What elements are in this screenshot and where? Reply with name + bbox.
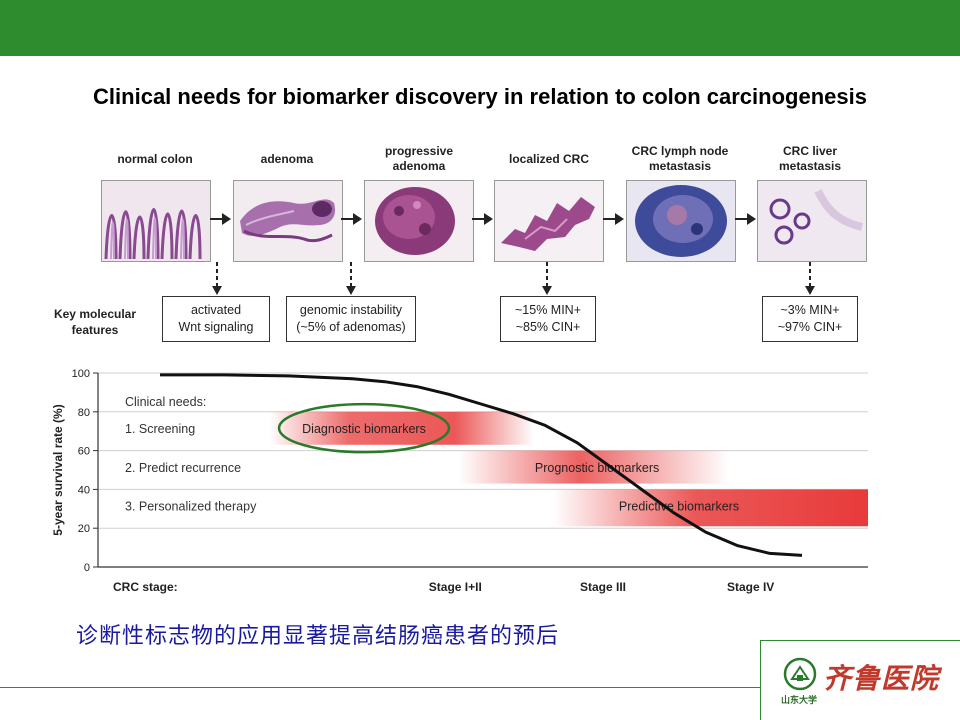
survival-curve xyxy=(160,373,803,557)
stage-label-normal-colon: normal colon xyxy=(117,152,193,166)
dashed-arrow-down-icon xyxy=(346,262,356,295)
y-axis-label: 5-year survival rate (%) xyxy=(51,404,65,535)
slide-title: Clinical needs for biomarker discovery i… xyxy=(93,84,867,109)
arrow-right-icon xyxy=(603,213,624,225)
clinical-needs-header: Clinical needs: xyxy=(125,395,206,409)
arrow-right-icon xyxy=(341,213,362,225)
biomarker-label: Prognostic biomarkers xyxy=(535,461,659,475)
hospital-logo: 齐鲁医院 山东大学 xyxy=(760,640,960,720)
y-tick-label: 40 xyxy=(78,484,90,496)
feature-line: ~97% CIN+ xyxy=(777,320,843,334)
arrow-right-icon xyxy=(210,213,231,225)
stage-label-localized-crc: localized CRC xyxy=(508,152,589,166)
y-tick-label: 80 xyxy=(78,407,90,419)
feature-box-genomic: genomic instability (~5% of adenomas) xyxy=(286,296,416,342)
y-tick-label: 100 xyxy=(72,368,90,380)
y-tick-label: 20 xyxy=(78,523,90,535)
dashed-arrow-down-icon xyxy=(805,262,815,295)
biomarker-band xyxy=(553,489,868,527)
feature-line: ~85% CIN+ xyxy=(515,320,581,334)
clinical-need-item: 2. Predict recurrence xyxy=(125,461,241,475)
clinical-need-item: 1. Screening xyxy=(125,422,195,436)
x-axis-label: CRC stage: xyxy=(113,580,178,594)
key-features-label: Key molecular features xyxy=(53,307,137,337)
stage-label-adenoma: adenoma xyxy=(260,152,314,166)
feature-line: ~3% MIN+ xyxy=(780,303,840,317)
normal-colon-image xyxy=(101,180,211,262)
x-stage-label: Stage IV xyxy=(727,580,774,594)
adenoma-image xyxy=(233,180,343,262)
survival-chart: 0 20 40 60 80 100 5-year survival rate (%) Clin… xyxy=(51,368,868,594)
x-stage-label: Stage I+II xyxy=(429,580,482,594)
x-stage-label: Stage III xyxy=(580,580,626,594)
biomarker-band xyxy=(269,411,535,445)
feature-line: activated xyxy=(190,303,242,317)
localized-crc-image xyxy=(494,180,604,262)
y-tick-label: 60 xyxy=(78,446,90,458)
lymph-node-metastasis-image xyxy=(626,180,736,262)
hospital-name: 齐鲁医院 xyxy=(823,662,940,695)
liver-metastasis-image xyxy=(757,180,867,262)
dashed-arrow-down-icon xyxy=(542,262,552,295)
chinese-caption: 诊断性标志物的应用显著提高结肠癌患者的预后 xyxy=(76,624,560,649)
feature-box-localized: ~15% MIN+ ~85% CIN+ xyxy=(500,296,596,342)
university-emblem-icon xyxy=(783,657,817,691)
arrow-right-icon xyxy=(472,213,493,225)
clinical-need-item: 3. Personalized therapy xyxy=(125,500,257,514)
progressive-adenoma-image xyxy=(364,180,474,262)
feature-box-liver: ~3% MIN+ ~97% CIN+ xyxy=(762,296,858,342)
feature-line: Wnt signaling xyxy=(178,320,254,334)
dashed-arrow-down-icon xyxy=(212,262,222,295)
biomarker-label: Diagnostic biomarkers xyxy=(302,422,426,436)
footer-divider xyxy=(0,687,760,688)
biomarker-label: Predictive biomarkers xyxy=(619,500,739,514)
university-name: 山东大学 xyxy=(781,696,818,706)
feature-line: genomic instability xyxy=(299,303,403,317)
highlight-circle xyxy=(277,402,451,454)
arrow-right-icon xyxy=(735,213,756,225)
feature-box-wnt: activated Wnt signaling xyxy=(162,296,270,342)
header-bar xyxy=(0,0,960,56)
y-tick-label: 0 xyxy=(84,562,90,574)
feature-line: (~5% of adenomas) xyxy=(296,320,406,334)
feature-line: ~15% MIN+ xyxy=(514,303,581,317)
